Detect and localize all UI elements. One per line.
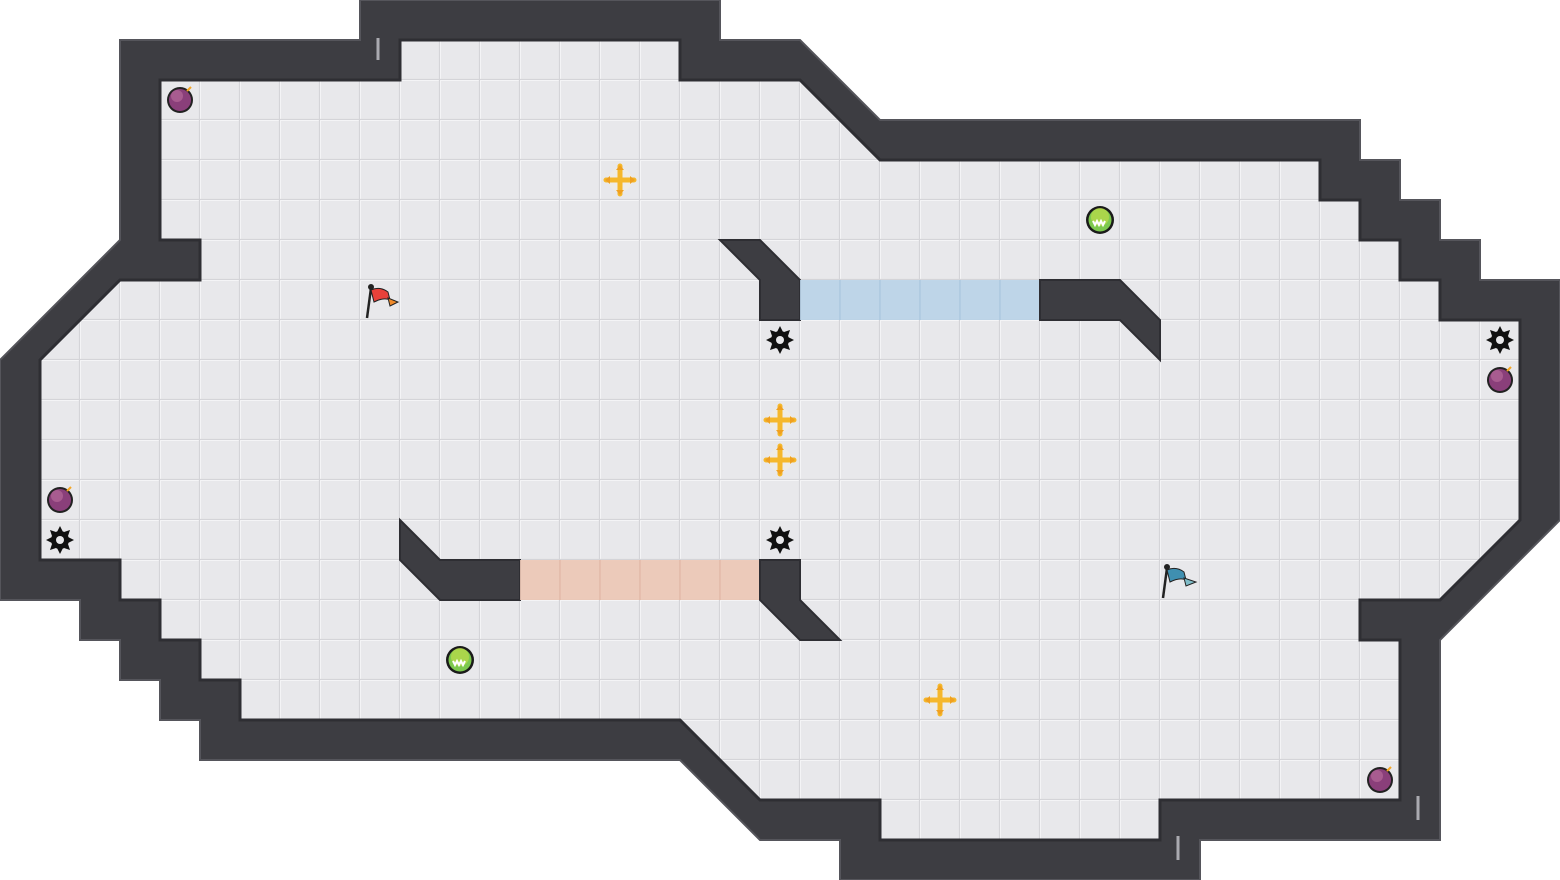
bomb-icon <box>1486 366 1514 394</box>
bomb-icon <box>166 86 194 114</box>
powerup-icon <box>1085 205 1115 235</box>
red-gate-grid <box>559 560 721 600</box>
bomb-icon <box>1366 766 1394 794</box>
blue-flag-icon <box>1161 564 1198 599</box>
spike-icon <box>766 526 794 554</box>
powerup-icon <box>445 645 475 675</box>
floor <box>38 38 1522 842</box>
inner-wall-lower-right <box>759 559 843 641</box>
wall-notch <box>376 38 1420 860</box>
spike-icon <box>766 326 794 354</box>
blue-gate-grid <box>839 280 1001 320</box>
inner-wall-upper-right <box>1039 279 1161 363</box>
spike-icon <box>1486 326 1514 354</box>
bomb-icon <box>46 486 74 514</box>
red-flag-icon <box>365 284 400 319</box>
spike-icon <box>46 526 74 554</box>
